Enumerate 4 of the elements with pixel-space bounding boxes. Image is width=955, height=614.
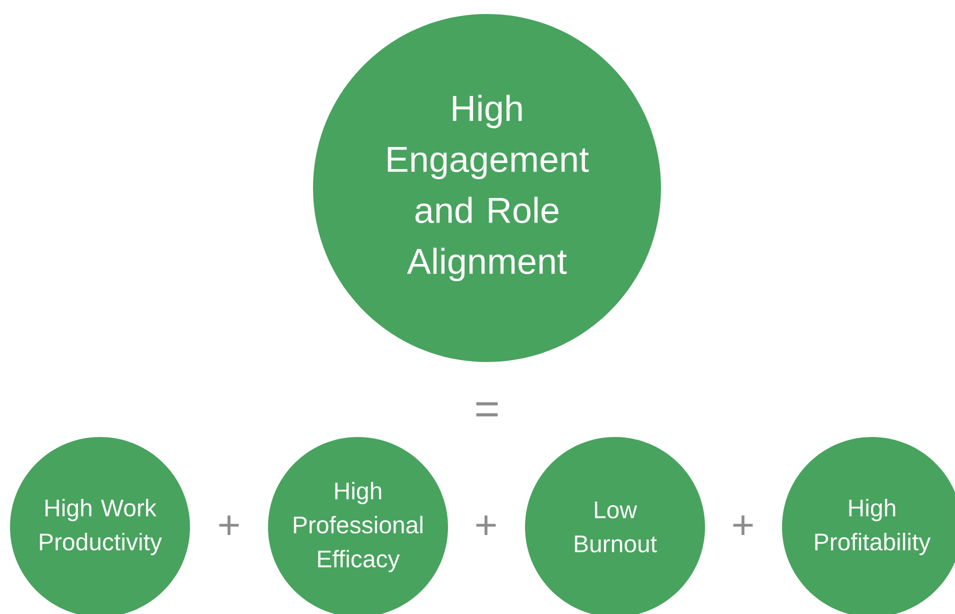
equals-sign: = (476, 402, 498, 416)
plus-sign: + (476, 515, 496, 536)
plus-sign: + (733, 515, 753, 536)
plus-sign: + (219, 515, 239, 536)
